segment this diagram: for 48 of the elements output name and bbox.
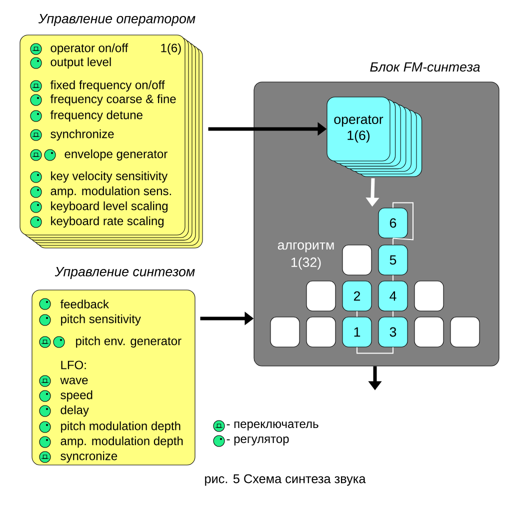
item-label: amp. modulation sens. (50, 186, 171, 198)
empty-slot (270, 316, 300, 348)
empty-slot (414, 280, 444, 312)
connector-line (392, 202, 414, 240)
item-label: envelope generator (64, 149, 168, 161)
item-label: operator on/off (50, 43, 128, 55)
empty-slot (342, 244, 372, 276)
legend-item: - переключатель (213, 420, 318, 432)
empty-slot (306, 316, 336, 348)
item-label: synchronize (50, 129, 114, 141)
connector-line (392, 274, 394, 282)
operator-box: 3 (378, 316, 408, 348)
item-label: keyboard level scaling (51, 201, 168, 213)
item-label: pitch sensitivity (61, 314, 141, 326)
item-label: syncronize (60, 451, 118, 463)
connector-line (356, 310, 358, 318)
item-label: wave (60, 378, 88, 384)
connector-line (356, 346, 394, 354)
operator-box: 4 (378, 280, 408, 312)
operator-box: 6 (378, 208, 408, 238)
item-label: keyboard rate scaling (51, 216, 164, 228)
item-label: fixed frequency on/off (50, 80, 165, 92)
algorithm-label: алгоритм 1(32) (278, 242, 334, 270)
item-label: frequency coarse & fine (50, 94, 176, 106)
item-label: feedback (60, 300, 109, 308)
item-label: delay (60, 405, 89, 417)
empty-slot (306, 280, 336, 312)
empty-slot (414, 316, 444, 348)
operator-box: 5 (378, 244, 408, 276)
item-label: key velocity sensitivity (51, 171, 168, 183)
panel-heading: Управление синтезом (54, 267, 195, 279)
connector-line (392, 238, 394, 246)
item-label: pitch modulation depth (61, 421, 180, 433)
operator-box: 2 (342, 280, 372, 312)
connector-line (392, 310, 394, 318)
panel-heading: Управление оператором (38, 14, 196, 26)
operator-box: 1 (342, 316, 372, 348)
item-label: speed (60, 390, 92, 402)
block-heading: Блок FM-синтеза (370, 62, 480, 72)
caption: рис. 5 Схема синтеза звука (205, 474, 366, 486)
item-label: amp. modulation depth (60, 436, 183, 448)
empty-slot (450, 316, 480, 348)
copy-count: 1(6) (161, 43, 181, 55)
legend-item: - регулятор (213, 435, 289, 447)
item-label: output level (50, 57, 111, 69)
item-label: LFO: (61, 360, 86, 370)
item-label: frequency detune (50, 110, 142, 122)
item-label: pitch env. generator (76, 336, 182, 348)
